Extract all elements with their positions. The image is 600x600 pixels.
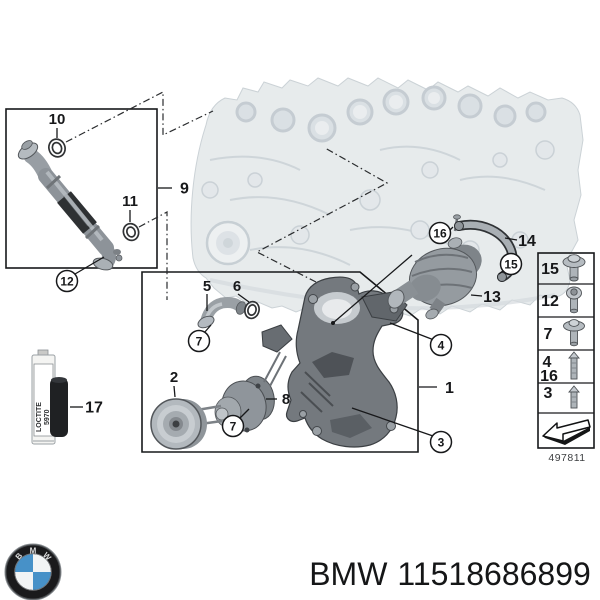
detail-box-9-frame (5, 108, 158, 269)
callout-12-circle: 12 (55, 256, 105, 293)
callout-4-label: 4 (438, 339, 445, 353)
engine-block (190, 77, 584, 317)
loctite-brand-text: LOCTITE (36, 402, 43, 432)
callout-13-label: 13 (483, 289, 501, 306)
callout-14: 14 (504, 233, 536, 250)
coolant-pipe (17, 140, 123, 271)
engine-ports (235, 85, 547, 143)
fastener-table: 15 12 7 4 16 3 (537, 252, 595, 464)
pulley (150, 398, 207, 450)
callout-10-label: 10 (49, 111, 66, 128)
main-box-frame (141, 271, 419, 453)
support-bracket (261, 276, 408, 448)
table-label-12: 12 (541, 293, 559, 310)
roundel-letter-b: B (14, 551, 25, 561)
bracket-position-leader (331, 254, 413, 325)
callout-5-label: 5 (203, 278, 211, 295)
roundel-quadrant-blue-br (33, 572, 51, 590)
callout-12-label: 12 (60, 275, 74, 289)
table-label-15: 15 (541, 261, 559, 278)
callout-17: 17 (70, 400, 103, 417)
pump-position-leader (255, 147, 389, 283)
long-hex-bolt-icon (568, 351, 580, 380)
callout-8-label: 8 (282, 391, 290, 408)
callout-11-label: 11 (122, 193, 138, 210)
engine-timing-cover (205, 220, 251, 266)
coolant-elbow (197, 297, 247, 329)
callout-14-label: 14 (518, 233, 536, 250)
callout-7-circle-upper: 7 (187, 324, 212, 353)
main-detail-box: 5 6 7 (141, 271, 419, 453)
socket-head-bolt-icon (566, 286, 582, 314)
callout-13: 13 (470, 289, 501, 306)
washer-bolt-icon (563, 319, 585, 347)
part-number-value: 11518686899 (397, 556, 590, 592)
callout-7-label-lower: 7 (230, 420, 237, 434)
table-label-16: 16 (540, 368, 558, 385)
sealant-tube-group: LOCTITE 5970 17 (31, 349, 103, 445)
short-hex-bolt-icon (568, 385, 580, 409)
o-ring-11 (122, 222, 140, 242)
callout-4-circle: 4 (389, 322, 453, 357)
callout-9-label: 9 (180, 181, 189, 198)
callout-16-circle: 16 (428, 221, 454, 245)
callout-9: 9 (158, 181, 189, 198)
roundel-quadrant-white-bl (15, 572, 33, 590)
tube-cap (50, 378, 68, 437)
aux-water-pump-group: 16 14 15 13 (387, 214, 536, 320)
table-label-4: 4 (543, 354, 552, 371)
diagram-ref-number: 497811 (548, 452, 585, 464)
loctite-tube: LOCTITE 5970 (31, 349, 68, 445)
aux-water-pump (387, 237, 482, 320)
roundel-letter-m: M (30, 547, 37, 556)
table-label-3: 3 (544, 385, 553, 402)
brand-text: BMW (309, 556, 388, 592)
callout-7-label-upper: 7 (196, 335, 203, 349)
flange-bolt-icon (562, 254, 586, 282)
callout-3-label: 3 (438, 436, 445, 450)
table-label-7: 7 (544, 326, 553, 343)
callout-15-circle: 15 (498, 252, 523, 276)
bmw-roundel-logo: B M W (4, 543, 62, 600)
elbow-position-leader (138, 210, 168, 300)
water-pump (184, 351, 287, 433)
roundel-quadrant-white-tr (33, 554, 51, 572)
callout-1-label: 1 (445, 380, 454, 397)
callout-1: 1 (419, 380, 454, 397)
pipe-position-leader (65, 91, 214, 143)
callout-17-label: 17 (85, 400, 103, 417)
o-ring-6 (244, 300, 260, 320)
o-ring-10 (48, 138, 66, 158)
callout-7-circle-lower: 7 (221, 408, 250, 438)
callout-15-label: 15 (504, 258, 518, 272)
callout-6-label: 6 (233, 278, 241, 295)
roundel-quadrant-blue-tl (15, 554, 33, 572)
callout-16-label: 16 (433, 227, 447, 241)
callout-2-label: 2 (170, 369, 178, 386)
roundel-letter-w: W (41, 551, 53, 563)
callout-3-circle: 3 (351, 407, 453, 454)
loctite-number-text: 5970 (44, 409, 51, 425)
direction-arrow-icon (542, 419, 591, 445)
